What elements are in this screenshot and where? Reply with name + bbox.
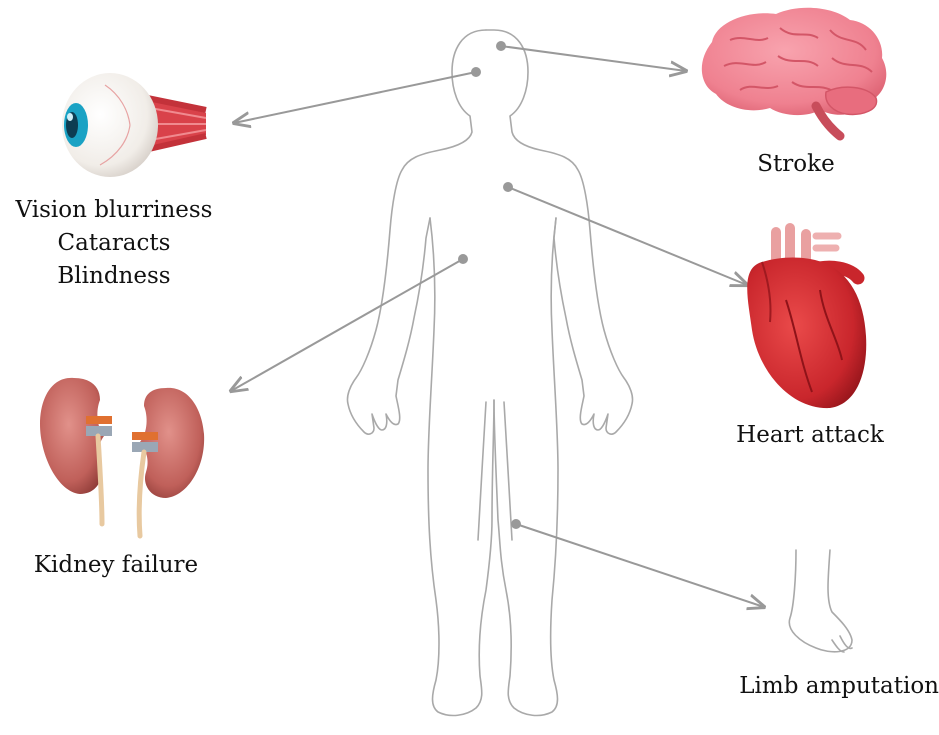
label-kidney-failure: Kidney failure — [18, 549, 214, 582]
body-silhouette — [347, 30, 632, 715]
label-vision-line-2: Cataracts — [4, 227, 224, 260]
label-heart-attack: Heart attack — [715, 419, 905, 452]
body-right-side — [486, 30, 633, 434]
body-head — [347, 30, 486, 434]
heart-icon — [747, 228, 866, 408]
arrow-to-stroke — [501, 46, 686, 71]
label-vision-line-3: Blindness — [4, 260, 224, 293]
label-stroke: Stroke — [736, 148, 856, 181]
arrow-to-vision — [234, 72, 476, 123]
foot-icon — [789, 550, 852, 652]
arrow-to-kidney-failure — [231, 259, 463, 391]
body-torso-right — [494, 218, 558, 715]
label-vision-line-1: Vision blurriness — [4, 194, 224, 227]
label-vision: Vision blurriness Cataracts Blindness — [4, 194, 224, 293]
arrow-to-heart-attack — [508, 187, 747, 285]
label-limb-amputation: Limb amputation — [718, 670, 939, 703]
eye-icon — [62, 73, 206, 177]
kidneys-icon — [40, 378, 204, 536]
brain-icon — [702, 8, 886, 136]
body-torso-left — [428, 218, 494, 715]
